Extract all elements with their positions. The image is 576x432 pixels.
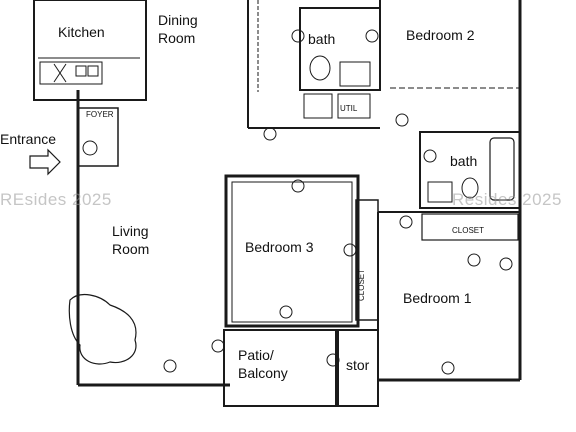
util-label: UTIL (340, 104, 358, 113)
dining-room-label: Dining Room (158, 12, 198, 46)
foyer-label: FOYER (86, 110, 114, 119)
bedroom3-closet (355, 199, 379, 321)
bedroom1-closet (421, 213, 519, 241)
right-bath-walls (419, 131, 521, 209)
watermark-right: Resides 2025 (452, 190, 562, 209)
bedroom1-label: Bedroom 1 (403, 290, 472, 306)
bedroom2-label: Bedroom 2 (406, 27, 475, 43)
watermark-left: REsides 2025 (0, 190, 112, 209)
entrance-arrow (29, 148, 61, 176)
bedroom3-label: Bedroom 3 (245, 239, 314, 255)
top-bath-label: bath (308, 31, 336, 47)
patio-walls (223, 329, 337, 407)
living-room-label: Living Room (112, 223, 150, 257)
kitchen-walls (33, 0, 147, 101)
entrance-label: Entrance (0, 131, 57, 147)
foyer-area (77, 107, 119, 167)
right-bath-label: bath (450, 153, 478, 169)
plant-decoration (68, 293, 137, 365)
patio-balcony-label: Patio/ Balcony (238, 347, 288, 381)
closet-label: CLOSET (452, 226, 485, 235)
kitchen-label: Kitchen (58, 24, 105, 40)
kitchen-counter (39, 61, 103, 85)
bedroom3-walls (224, 174, 360, 328)
storage-label: stor (346, 357, 370, 373)
closet-vertical-label: CLOSET (357, 268, 367, 302)
storage-walls (337, 329, 379, 407)
